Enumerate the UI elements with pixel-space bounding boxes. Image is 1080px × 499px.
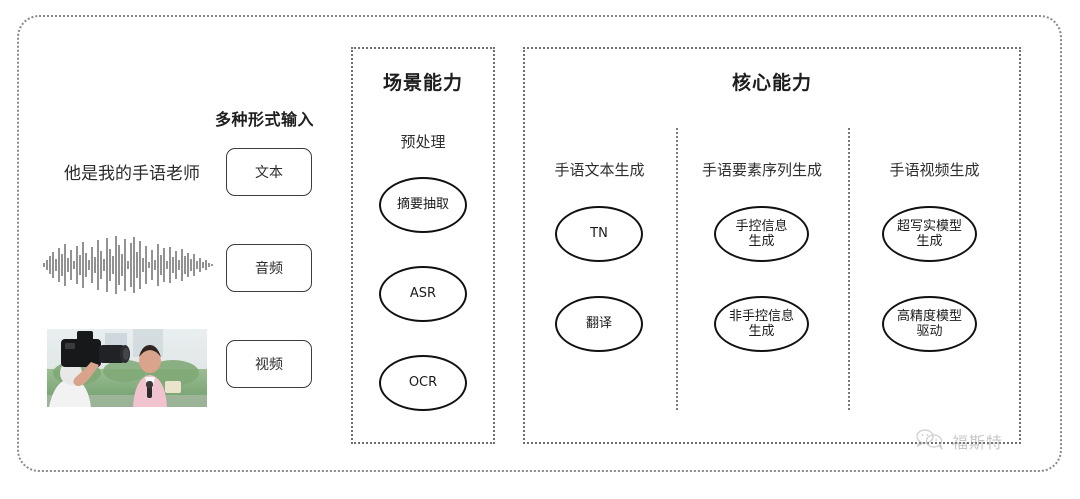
input-section-heading: 多种形式输入 — [215, 110, 315, 129]
core-column-divider — [676, 128, 678, 410]
scene-node[interactable]: ASR — [379, 266, 467, 322]
core-node[interactable]: 手控信息 生成 — [714, 206, 809, 262]
video-thumbnail-icon — [47, 329, 207, 407]
input-mode-label: 视频 — [255, 357, 283, 373]
scene-node[interactable]: 摘要抽取 — [379, 177, 467, 233]
scene-node[interactable]: OCR — [379, 355, 467, 411]
watermark-text: 福斯特 — [952, 433, 1004, 452]
core-column-label-video-generation: 手语视频生成 — [889, 161, 980, 179]
core-panel-title: 核心能力 — [731, 72, 812, 94]
core-node[interactable]: TN — [555, 206, 643, 262]
core-node[interactable]: 高精度模型 驱动 — [882, 296, 977, 352]
scene-capability-panel — [351, 47, 495, 444]
core-column-divider — [848, 128, 850, 410]
input-mode-text-box[interactable]: 文本 — [226, 148, 312, 196]
outer-frame — [17, 15, 1062, 472]
core-column-label-element-sequence: 手语要素序列生成 — [701, 161, 822, 179]
scene-panel-sublabel: 预处理 — [400, 133, 446, 151]
wechat-bubble-icon — [915, 428, 945, 454]
input-mode-label: 文本 — [255, 165, 283, 181]
watermark: 福斯特 — [915, 428, 1003, 454]
core-column-label-text-generation: 手语文本生成 — [554, 161, 645, 179]
core-node[interactable]: 翻译 — [555, 296, 643, 352]
scene-panel-title: 场景能力 — [382, 72, 463, 94]
input-mode-label: 音频 — [255, 261, 283, 277]
core-node[interactable]: 超写实模型 生成 — [882, 206, 977, 262]
audio-waveform-icon — [42, 234, 217, 296]
core-capability-panel — [523, 47, 1021, 444]
core-node[interactable]: 非手控信息 生成 — [714, 296, 809, 352]
input-mode-audio-box[interactable]: 音频 — [226, 244, 312, 292]
sample-text-label: 他是我的手语老师 — [64, 164, 200, 184]
input-mode-video-box[interactable]: 视频 — [226, 340, 312, 388]
